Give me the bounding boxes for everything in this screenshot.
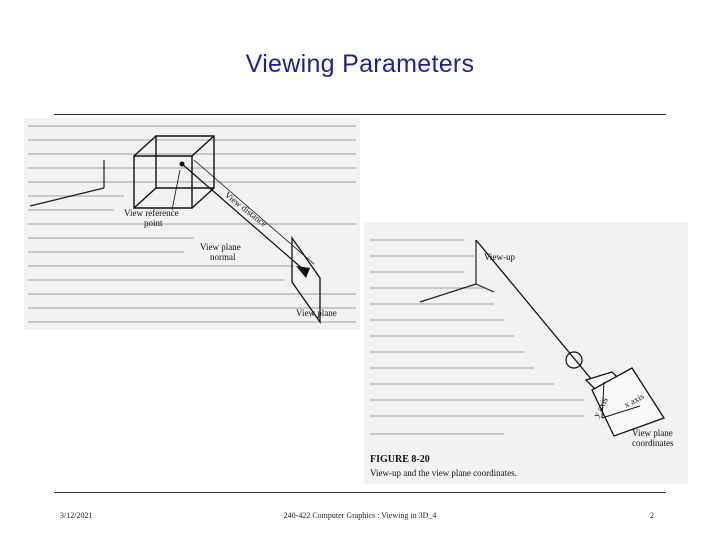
footer-course: 240-422 Computer Graphics : Viewing in 3… (283, 511, 437, 520)
label-view-plane-normal: View plane (200, 242, 241, 252)
label-view-reference-point-2: point (144, 218, 163, 228)
label-view-distance: View distance (223, 190, 269, 229)
label-view-plane-coordinates-2: coordinates (632, 438, 674, 448)
footer-date: 3/12/2021 (60, 511, 93, 520)
figure-caption-text: View-up and the view plane coordinates. (370, 468, 517, 478)
bottom-divider (54, 492, 666, 493)
figure-caption-title: FIGURE 8-20 (370, 454, 430, 465)
footer-page-number: 2 (650, 511, 654, 520)
label-view-plane-normal-2: normal (210, 252, 236, 262)
figure-view-plane-normal: View reference point View distance View … (24, 118, 360, 330)
label-view-plane: View plane (296, 308, 337, 318)
label-view-plane-coordinates: View plane (632, 428, 673, 438)
figure-view-up: View-up y axis x axis View plane coordin… (364, 222, 688, 484)
top-divider (54, 114, 666, 115)
label-view-reference-point: View reference (124, 208, 179, 218)
label-view-up: View-up (484, 252, 515, 262)
slide-title: Viewing Parameters (245, 50, 475, 78)
